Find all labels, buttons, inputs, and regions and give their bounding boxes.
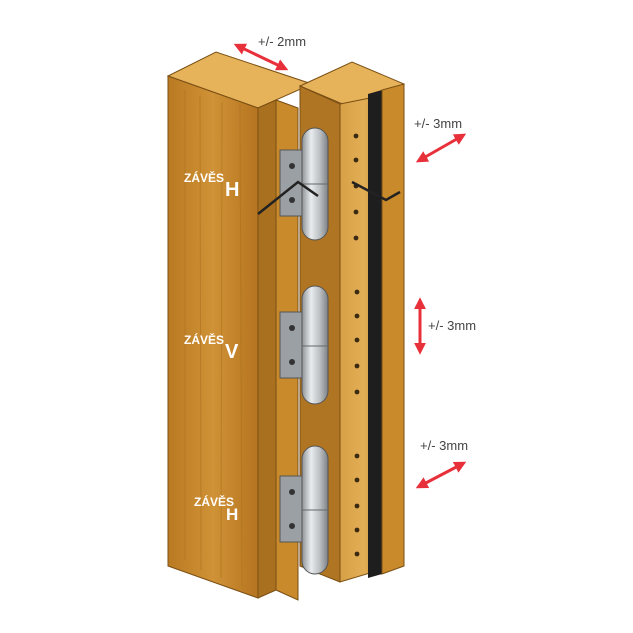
- label-adj-top: +/- 2mm: [258, 34, 306, 49]
- hinge-label-bottom: ZÁVĚS H: [194, 494, 238, 524]
- hinge-label-top-word: ZÁVĚS: [184, 170, 224, 185]
- arrow-lower-right: [415, 461, 467, 489]
- hinge-label-middle-letter: V: [225, 341, 239, 363]
- seal-gasket: [368, 90, 382, 578]
- left-wood-block: [166, 51, 314, 601]
- hinge-bottom: [279, 445, 329, 575]
- label-adj-middle-right: +/- 3mm: [428, 318, 476, 333]
- mounting-holes: [353, 133, 360, 557]
- hinge-label-middle-word: ZÁVĚS: [184, 332, 224, 347]
- hinge-label-middle: ZÁVĚS V: [184, 332, 239, 363]
- hinge-label-top-letter: H: [225, 179, 239, 201]
- hinge-label-top: ZÁVĚS H: [184, 170, 239, 201]
- hinge-label-bottom-word: ZÁVĚS: [194, 494, 234, 509]
- hinge-middle: [279, 285, 329, 405]
- allen-key-right: [351, 180, 401, 202]
- allen-key-left: [257, 180, 319, 215]
- arrow-upper-right: [415, 133, 467, 163]
- label-adj-upper-right: +/- 3mm: [414, 116, 462, 131]
- hinge-label-bottom-letter: H: [226, 505, 238, 524]
- arrow-top: [233, 43, 289, 71]
- label-adj-lower-right: +/- 3mm: [420, 438, 468, 453]
